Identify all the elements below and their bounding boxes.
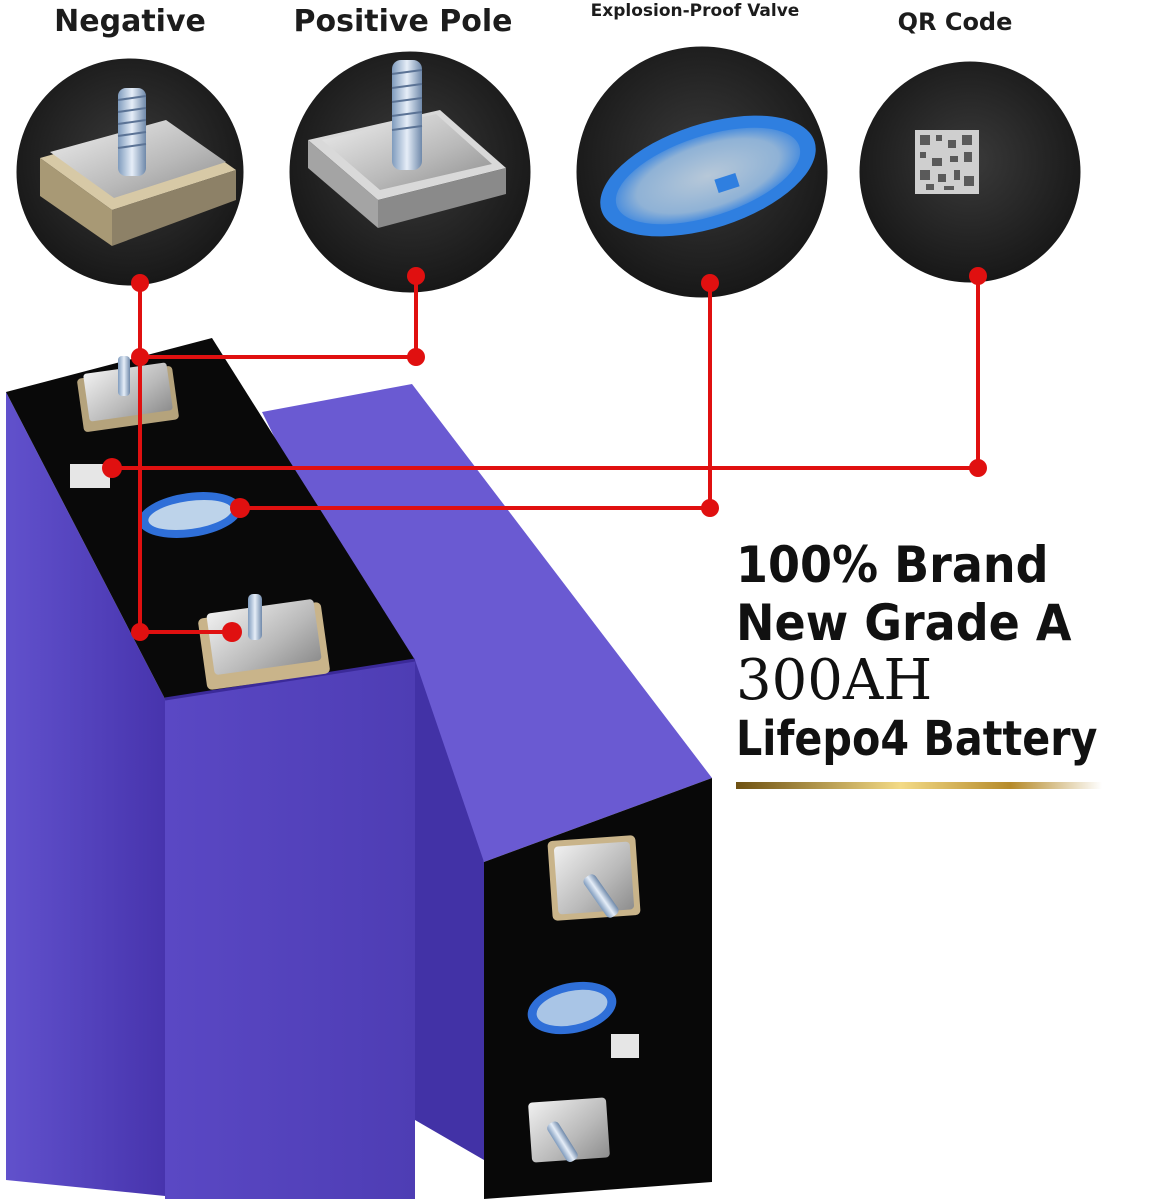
- qr-code-label: QR Code: [897, 8, 1013, 36]
- rear-battery-cell: [262, 384, 712, 1199]
- positive-pole-zoom-circle: [288, 50, 532, 294]
- front-valve-icon: [138, 492, 242, 538]
- explosion-proof-valve-zoom-circle: [575, 45, 829, 299]
- headline-line-4: Lifepo4 Battery: [736, 711, 1098, 767]
- headline-line-1: 100% Brand: [736, 536, 1049, 594]
- qr-code-zoom-circle: [858, 60, 1082, 284]
- headline-line-3: 300AH: [736, 648, 933, 713]
- front-terminal-upper-icon: [77, 356, 179, 432]
- front-battery-cell: [6, 338, 416, 1199]
- product-headline: 100% Brand New Grade A 300AH Lifepo4 Bat…: [736, 536, 1166, 768]
- rear-terminal-bottom-icon: [528, 1097, 610, 1163]
- rear-qr-label: [611, 1034, 639, 1058]
- callout-dots: [102, 267, 987, 642]
- negative-label: Negative: [54, 4, 206, 39]
- negative-zoom-circle: [15, 57, 245, 287]
- positive-pole-label: Positive Pole: [293, 4, 513, 39]
- headline-line-2: New Grade A: [736, 594, 1072, 652]
- explosion-proof-valve-label: Explosion-Proof Valve: [590, 1, 800, 21]
- rear-valve-icon: [527, 981, 617, 1035]
- gold-divider: [736, 782, 1102, 789]
- rear-terminal-top-icon: [547, 835, 641, 921]
- front-terminal-lower-icon: [198, 594, 330, 690]
